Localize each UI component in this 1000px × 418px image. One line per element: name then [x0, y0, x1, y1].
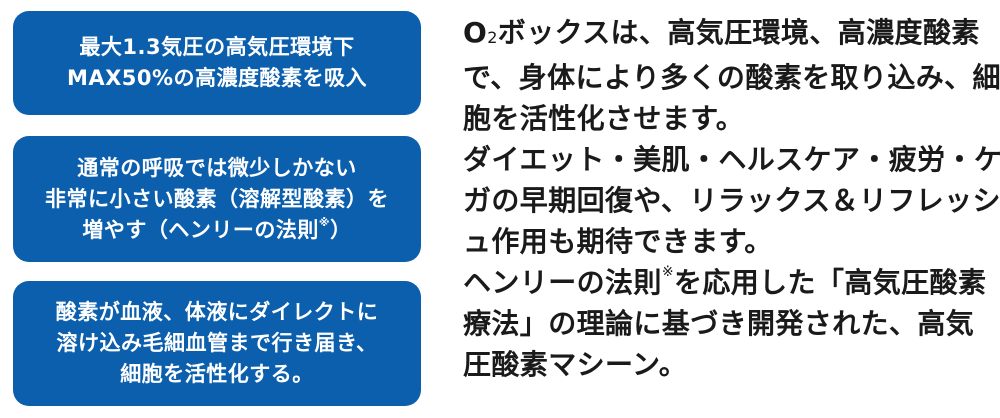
feature-text-fragment: ）: [330, 217, 352, 242]
feature-text-fragment: 増やす（ヘンリーの法則: [82, 217, 319, 242]
feature-text-line: 増やす（ヘンリーの法則※）: [82, 215, 351, 246]
description-line: 胞を活性化させます。: [463, 102, 745, 135]
feature-text-line: 最大1.3気圧の高気圧環境下: [79, 35, 355, 59]
feature-box-cell-activation: 酸素が血液、体液にダイレクトに 溶け込み毛細血管まで行き届き、 細胞を活性化する…: [13, 281, 421, 406]
feature-box-dissolved-oxygen: 通常の呼吸では微少しかない 非常に小さい酸素（溶解型酸素）を 増やす（ヘンリーの…: [13, 136, 421, 262]
feature-text-line: 通常の呼吸では微少しかない: [77, 155, 357, 180]
description-line: ダイエット・美肌・ヘルスケア・疲労・ケ: [463, 143, 1000, 176]
description-line: ヘンリーの法則※を応用した「高気圧酸素: [463, 262, 993, 303]
product-description: O2ボックスは、高気圧環境、高濃度酸素 で、身体により多くの酸素を取り込み、細 …: [463, 12, 1000, 385]
feature-text-line: 細胞を活性化する。: [120, 362, 314, 386]
footnote-mark: ※: [661, 264, 674, 280]
description-line: ュ作用も期待できます。: [463, 225, 773, 258]
description-line: で、身体により多くの酸素を取り込み、細: [463, 61, 1000, 94]
feature-box-pressure: 最大1.3気圧の高気圧環境下 MAX50%の高濃度酸素を吸入: [13, 11, 421, 115]
o2-symbol: O: [463, 16, 488, 49]
description-line: 療法」の理論に基づき開発された、高気: [463, 307, 975, 340]
feature-text-line: 酸素が血液、体液にダイレクトに: [55, 300, 379, 324]
description-line: 圧酸素マシーン。: [463, 348, 688, 381]
footnote-mark: ※: [318, 215, 331, 229]
feature-text-line: MAX50%の高濃度酸素を吸入: [66, 66, 368, 90]
description-fragment: ヘンリーの法則: [463, 266, 662, 299]
feature-text-line: 非常に小さい酸素（溶解型酸素）を: [45, 186, 389, 211]
description-line: O2ボックスは、高気圧環境、高濃度酸素: [463, 12, 993, 57]
description-line: ガの早期回復や、リラックス＆リフレッシ: [463, 184, 1000, 217]
description-fragment: ボックスは、高気圧環境、高濃度酸素: [497, 16, 980, 49]
o2-subscript: 2: [487, 28, 498, 47]
feature-text-line: 溶け込み毛細血管まで行き届き、: [56, 331, 378, 355]
description-fragment: を応用した「高気圧酸素: [673, 266, 987, 299]
